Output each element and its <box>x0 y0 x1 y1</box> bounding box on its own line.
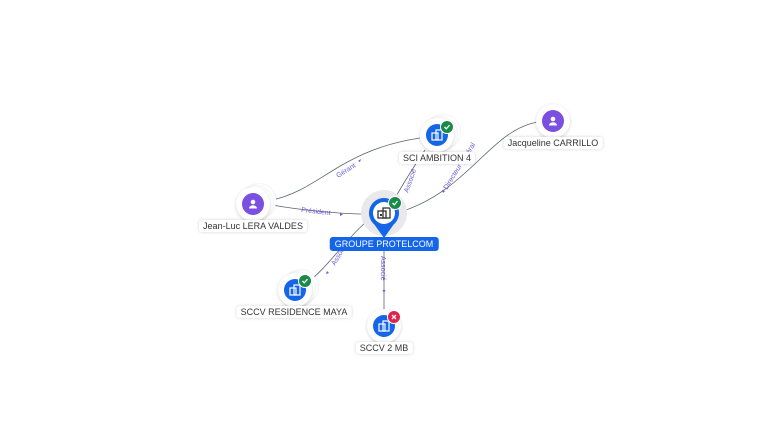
status-active-badge <box>388 196 402 210</box>
edge-arrow-gerant <box>358 159 361 162</box>
node-circle <box>536 104 570 138</box>
status-active-badge <box>440 120 454 134</box>
edge-arrow-president <box>340 213 343 216</box>
building-icon <box>377 207 391 219</box>
edge-label-president: Président <box>301 207 331 217</box>
node-label-sci-ambition-4[interactable]: SCI AMBITION 4 <box>398 152 476 164</box>
person-icon <box>542 110 564 132</box>
edge-label-associe-2mb: Associé <box>379 256 386 281</box>
node-label-sccv-residence-maya[interactable]: SCCV RESIDENCE MAYA <box>236 306 352 318</box>
edge-arrow-2mb <box>382 290 386 293</box>
edge-gerant <box>271 137 421 201</box>
node-circle <box>236 187 270 221</box>
node-label-jacqueline-carrillo[interactable]: Jacqueline CARRILLO <box>503 137 603 149</box>
person-icon <box>242 193 264 215</box>
edge-arrow-maya <box>326 271 329 274</box>
node-label-sccv-2-mb[interactable]: SCCV 2 MB <box>355 342 413 354</box>
status-inactive-badge <box>387 310 401 324</box>
edge-arrow-directeur <box>442 190 445 193</box>
edge-label-gerant: Gérant <box>335 162 357 179</box>
edge-president <box>271 204 367 215</box>
edge-directeur <box>399 121 539 213</box>
status-active-badge <box>298 274 312 288</box>
node-label-jean-luc-lera-valdes[interactable]: Jean-Luc LERA VALDES <box>199 220 307 232</box>
main-node-label[interactable]: GROUPE PROTELCOM <box>329 237 439 251</box>
